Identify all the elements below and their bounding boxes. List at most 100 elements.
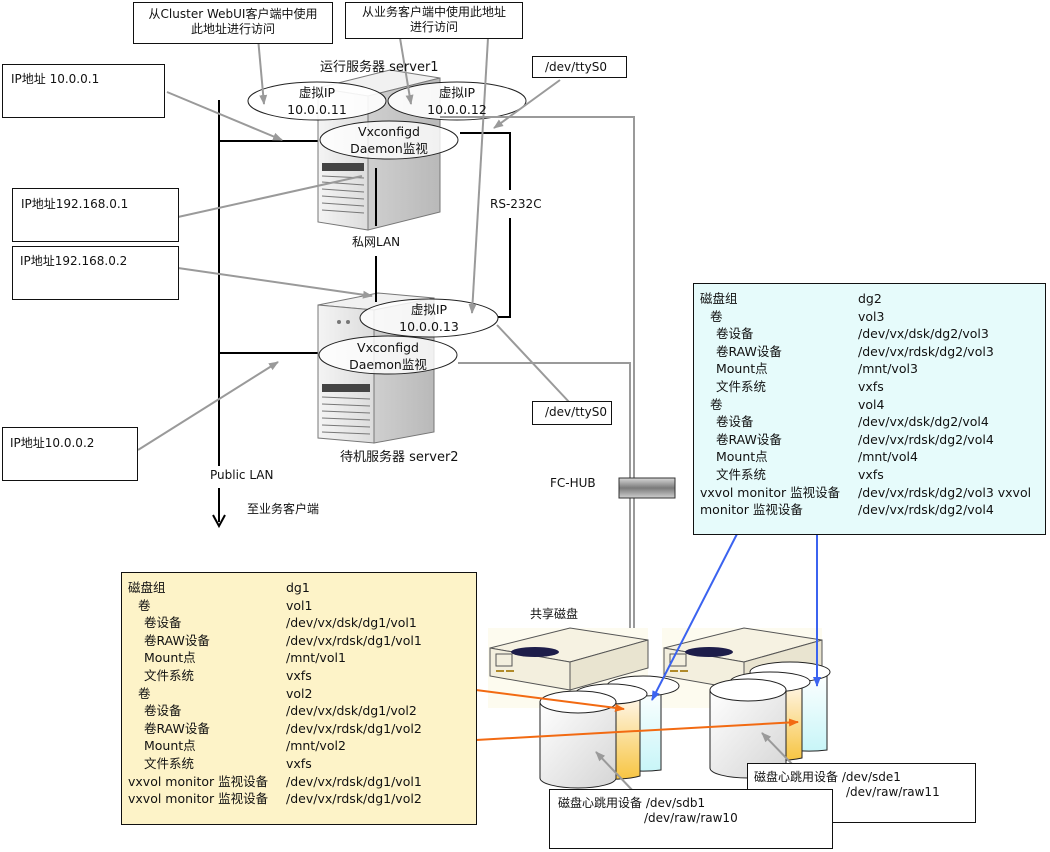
vip3-addr: 10.0.0.13	[399, 319, 459, 334]
webui-access-line1: 从Cluster WebUI客户端中使用	[148, 7, 318, 21]
dg2-row-value: /dev/vx/rdsk/dg2/vol3 vxvol	[858, 484, 1032, 500]
dg1-row: vxvol monitor 监视设备/dev/vx/rdsk/dg1/vol2	[128, 790, 470, 808]
vxconfigd2-text: Vxconfigd Daemon监视	[319, 339, 457, 373]
dg2-row-key: 卷	[710, 396, 723, 412]
vxconfigd2-line1: Vxconfigd	[357, 340, 419, 355]
biz-access-line1: 从业务客户端中使用此地址	[361, 5, 506, 19]
private-lan-label: 私网LAN	[352, 235, 401, 249]
dg1-row-value: /dev/vx/rdsk/dg1/vol2	[286, 791, 422, 807]
dg1-row: vxvol monitor 监视设备/dev/vx/rdsk/dg1/vol1	[128, 773, 470, 791]
heartbeat-leaders	[595, 732, 794, 793]
dg1-row: 卷 vol1	[128, 597, 470, 615]
vip1-addr: 10.0.0.11	[287, 102, 347, 117]
tty-server2-callout: /dev/ttyS0	[532, 401, 612, 425]
dg2-row-key: 卷RAW设备	[716, 431, 782, 447]
dg1-row-key: 文件系统	[144, 755, 195, 771]
dg1-row: Mount点/mnt/vol2	[128, 737, 470, 755]
dg2-row-key: Mount点	[716, 361, 768, 377]
dg1-row-value: vol1	[286, 597, 313, 613]
dg2-row: Mount点/mnt/vol3	[700, 360, 1039, 378]
dg2-row: 卷设备/dev/vx/dsk/dg2/vol4	[700, 413, 1039, 431]
dg1-row-key: 卷RAW设备	[144, 632, 210, 648]
heartbeat-sde-line1: 磁盘心跳用设备 /dev/sde1	[754, 770, 901, 784]
dg2-row-key: 文件系统	[716, 378, 767, 394]
dg1-row-value: dg1	[286, 580, 310, 595]
rs232c-label: RS-232C	[490, 197, 542, 211]
dg2-row-key: 卷	[710, 308, 723, 324]
ip-10-0-0-1-callout: IP地址 10.0.0.1	[2, 64, 165, 118]
vip3-text: 虚拟IP 10.0.0.13	[360, 301, 498, 335]
ip-192-168-0-1-callout: IP地址192.168.0.1	[12, 188, 179, 242]
dg1-row-value: /mnt/vol2	[286, 738, 346, 754]
dg2-row: 卷RAW设备/dev/vx/rdsk/dg2/vol3	[700, 343, 1039, 361]
dg1-row-value: /mnt/vol1	[286, 650, 346, 666]
vip2-text: 虚拟IP 10.0.0.12	[388, 84, 526, 118]
dg1-row-key: vxvol monitor 监视设备	[128, 773, 269, 789]
webui-access-callout: 从Cluster WebUI客户端中使用 此地址进行访问	[133, 2, 333, 44]
vip2-addr: 10.0.0.12	[427, 102, 487, 117]
vxconfigd1-text: Vxconfigd Daemon监视	[320, 123, 458, 157]
dg2-row: Mount点/mnt/vol4	[700, 448, 1039, 466]
dg1-row-value: vol2	[286, 685, 313, 701]
dg2-row-value: /mnt/vol4	[858, 449, 918, 465]
dg2-row-value: vol4	[858, 396, 885, 412]
dg2-row-key: Mount点	[716, 449, 768, 465]
vip3-title: 虚拟IP	[410, 302, 448, 317]
dg1-row-key: 卷	[138, 685, 151, 701]
vxconfigd2-line2: Daemon监视	[349, 357, 427, 372]
dg2-row-key: 卷设备	[716, 414, 754, 430]
dg2-row-value: /dev/vx/rdsk/dg2/vol4	[858, 431, 994, 447]
dg2-row-value: vxfs	[858, 378, 884, 394]
fc-hub-icon	[618, 477, 676, 499]
dg1-row: 卷设备/dev/vx/dsk/dg1/vol2	[128, 702, 470, 720]
dg2-row-key: 卷RAW设备	[716, 343, 782, 359]
vip1-title: 虚拟IP	[298, 85, 336, 100]
dg1-row: 文件系统 vxfs	[128, 755, 470, 773]
dg2-row: vxvol monitor 监视设备/dev/vx/rdsk/dg2/vol3 …	[700, 484, 1039, 502]
dg1-row-value: /dev/vx/rdsk/dg1/vol2	[286, 720, 422, 736]
dg2-row-value: dg2	[858, 291, 882, 306]
dg1-row-key: 卷	[138, 597, 151, 613]
standby-server-label: 待机服务器 server2	[340, 450, 459, 465]
rs232c-line	[460, 132, 511, 318]
dg1-row: 卷设备/dev/vx/dsk/dg1/vol1	[128, 614, 470, 632]
dg1-row-value: /dev/vx/rdsk/dg1/vol1	[286, 773, 422, 789]
dg2-row-value: /mnt/vol3	[858, 361, 918, 377]
dg2-row-value: vol3	[858, 308, 885, 324]
dg1-row-key: Mount点	[144, 738, 196, 754]
dg1-row: 卷 vol2	[128, 685, 470, 703]
dg1-row-key: 卷设备	[144, 615, 182, 631]
dg1-row-key: 文件系统	[144, 667, 195, 683]
dg2-row: 卷 vol4	[700, 396, 1039, 414]
dg1-row-key: vxvol monitor 监视设备	[128, 791, 269, 807]
vxconfigd1-line2: Daemon监视	[350, 141, 428, 156]
dg1-row: 文件系统 vxfs	[128, 667, 470, 685]
fc-hub-label: FC-HUB	[550, 476, 596, 490]
dg2-row: 卷 vol3	[700, 308, 1039, 326]
to-clients-label: 至业务客户端	[247, 502, 320, 516]
dg1-arrows	[475, 689, 799, 741]
vip1-ellipse	[247, 81, 387, 121]
dg2-row: monitor 监视设备/dev/vx/rdsk/dg2/vol4	[700, 501, 1039, 519]
heartbeat-sde-callout: 磁盘心跳用设备 /dev/sde1 /dev/raw/raw11	[747, 763, 976, 823]
vxconfigd1-ellipse	[319, 120, 459, 160]
dg1-row: Mount点/mnt/vol1	[128, 649, 470, 667]
dg2-row: 文件系统 vxfs	[700, 378, 1039, 396]
dg1-row-value: /dev/vx/dsk/dg1/vol2	[286, 703, 417, 719]
heartbeat-sde-line2: /dev/raw/raw11	[846, 785, 940, 799]
dg1-row-value: vxfs	[286, 755, 312, 771]
webui-access-line2: 此地址进行访问	[190, 22, 275, 36]
dg1-row-value: vxfs	[286, 667, 312, 683]
disk-enclosure-1	[488, 627, 649, 708]
dg2-row-key: monitor 监视设备	[700, 502, 803, 518]
active-server-label: 运行服务器 server1	[320, 60, 439, 75]
ip-192-168-0-2-callout: IP地址192.168.0.2	[12, 246, 179, 300]
dg2-row-key: 卷设备	[716, 326, 754, 342]
vip2-title: 虚拟IP	[438, 85, 476, 100]
dg2-arrows	[651, 533, 821, 701]
